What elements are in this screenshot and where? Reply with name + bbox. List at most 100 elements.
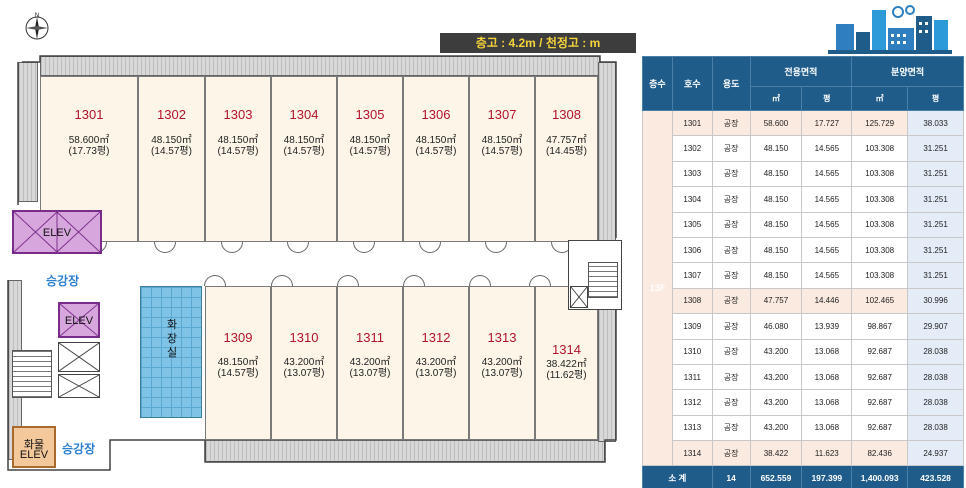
cell-ex-py: 13.068	[801, 338, 853, 365]
cell-ex-py: 14.565	[801, 262, 853, 289]
stair-left	[12, 350, 52, 398]
cell-sale-py: 24.937	[907, 440, 964, 467]
room-number: 1314	[552, 342, 581, 357]
room-pyeong: (14.57평)	[151, 146, 192, 157]
total-sale-pyeong: 423.528	[907, 465, 964, 488]
cell-ex-m2: 43.200	[749, 338, 803, 365]
floor-cell: 13F	[642, 109, 673, 467]
cell-sale-m2: 82.436	[851, 440, 909, 467]
room-area: 43.200㎡	[481, 357, 523, 368]
room-area: 48.150㎡	[415, 135, 457, 146]
cell-ex-m2: 47.757	[749, 287, 803, 315]
room-area: 48.150㎡	[151, 135, 192, 146]
cell-ex-py: 14.565	[801, 211, 853, 238]
door-bottom-4	[403, 275, 425, 286]
cell-sale-m2: 92.687	[851, 389, 909, 416]
room-pyeong: (17.73평)	[68, 146, 110, 157]
cell-sale-py: 31.251	[907, 262, 964, 289]
room-pyeong: (14.57평)	[217, 368, 259, 379]
cell-ex-m2: 48.150	[749, 160, 803, 188]
cell-sale-m2: 103.308	[851, 135, 909, 162]
cell-sale-py: 31.251	[907, 211, 964, 238]
west-wall-top	[18, 62, 38, 202]
south-wall	[205, 440, 605, 462]
restroom-label: 화장실	[166, 319, 178, 359]
cell-unit: 1306	[671, 236, 713, 264]
room-number: 1301	[74, 107, 104, 122]
cell-ex-m2: 48.150	[749, 135, 803, 162]
cell-unit: 1312	[671, 389, 713, 416]
room-pyeong: (13.07평)	[415, 368, 457, 379]
cell-ex-m2: 43.200	[749, 389, 803, 416]
door-top-3	[221, 242, 243, 253]
door-bottom-2	[271, 275, 293, 286]
cell-unit: 1305	[671, 211, 713, 238]
room-pyeong: (14.57평)	[481, 146, 523, 157]
cell-use: 공장	[711, 287, 751, 315]
cell-ex-py: 11.623	[801, 440, 853, 467]
cell-ex-m2: 46.080	[749, 313, 803, 340]
room-area: 43.200㎡	[415, 357, 457, 368]
cell-ex-m2: 58.600	[749, 109, 803, 137]
cell-sale-py: 31.251	[907, 135, 964, 162]
cell-ex-py: 14.446	[801, 287, 853, 315]
cell-sale-m2: 103.308	[851, 262, 909, 289]
door-bottom-3	[337, 275, 359, 286]
room-area: 43.200㎡	[349, 357, 391, 368]
door-top-5	[353, 242, 375, 253]
cell-ex-py: 14.565	[801, 135, 853, 162]
room-pyeong: (14.57평)	[415, 146, 457, 157]
room-pyeong: (11.62평)	[546, 370, 587, 381]
header-sale-pyeong: 평	[907, 86, 964, 111]
cell-sale-m2: 98.867	[851, 313, 909, 340]
cell-unit: 1313	[671, 414, 713, 442]
cell-use: 공장	[711, 236, 751, 264]
restroom-area	[140, 286, 202, 418]
header-sale-sqm: ㎡	[851, 86, 909, 111]
room-number: 1304	[289, 107, 319, 122]
elevator-top: ELEV	[12, 210, 102, 254]
north-wall	[40, 56, 600, 76]
total-sale-sqm: 1,400.093	[851, 465, 909, 488]
room-number: 1307	[487, 107, 517, 122]
cell-ex-m2: 48.150	[749, 236, 803, 264]
cell-use: 공장	[711, 414, 751, 442]
cell-unit: 1310	[671, 338, 713, 365]
cell-sale-m2: 92.687	[851, 414, 909, 442]
freight-elevator-label-2: ELEV	[19, 449, 49, 461]
elevator-mid: ELEV	[58, 302, 100, 338]
cell-ex-m2: 48.150	[749, 262, 803, 289]
room-pyeong: (13.07평)	[481, 368, 523, 379]
lobby-top-label: 승강장	[46, 274, 80, 288]
cell-use: 공장	[711, 262, 751, 289]
room-number: 1313	[487, 330, 517, 345]
stair-right	[588, 262, 618, 298]
room-area: 48.150㎡	[217, 357, 259, 368]
room-number: 1310	[289, 330, 319, 345]
door-top-2	[154, 242, 176, 253]
cell-sale-py: 31.251	[907, 160, 964, 188]
header-use: 용도	[711, 56, 751, 111]
total-label: 소 계	[642, 465, 713, 488]
header-exclusive-area: 전용면적	[749, 56, 853, 87]
cell-use: 공장	[711, 160, 751, 188]
cell-use: 공장	[711, 440, 751, 467]
elevator-top-label: ELEV	[42, 227, 72, 239]
